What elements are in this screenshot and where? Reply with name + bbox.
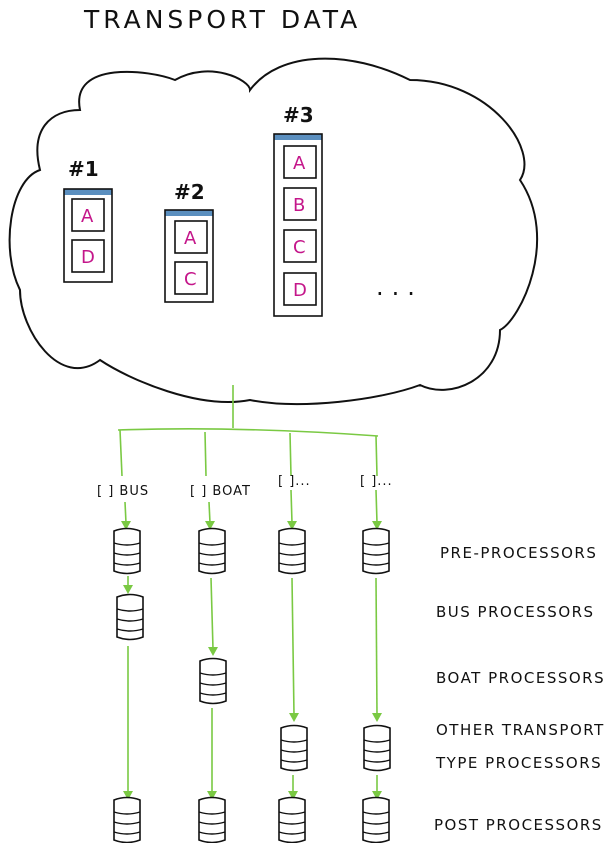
post-processor-barrel-3 bbox=[278, 796, 306, 843]
record-1: A D bbox=[63, 188, 113, 283]
post-processor-barrel-1 bbox=[113, 796, 141, 843]
record-3-slot-a bbox=[283, 145, 317, 179]
arrow-other1-to-post bbox=[288, 775, 298, 800]
arrow-bus-to-post bbox=[123, 646, 133, 800]
filter-other-2: [ ]... bbox=[360, 474, 393, 489]
arrow-boat-pre-to-boat bbox=[208, 577, 218, 656]
stage-other-line1: OTHER TRANSPORT bbox=[436, 721, 604, 739]
record-2-label: #2 bbox=[174, 180, 205, 204]
record-1-label: #1 bbox=[68, 157, 99, 181]
record-3-slot-b bbox=[283, 187, 317, 221]
post-processor-barrel-4 bbox=[362, 796, 390, 843]
stage-other-line2: TYPE PROCESSORS bbox=[435, 754, 602, 772]
arrow-other1-pre-to-other bbox=[289, 577, 299, 722]
arrow-other2-to-pre bbox=[372, 489, 382, 530]
arrow-bus-pre-to-bus bbox=[123, 576, 133, 594]
post-processor-barrel-2 bbox=[198, 796, 226, 843]
record-1-slot-d-text: D bbox=[81, 247, 95, 268]
stage-pre-processors: PRE-PROCESSORS bbox=[440, 544, 597, 562]
pre-processor-barrel-2 bbox=[198, 527, 226, 575]
transport-data-cloud bbox=[8, 57, 539, 406]
stage-post-processors: POST PROCESSORS bbox=[434, 816, 603, 834]
bus-processor-barrel bbox=[116, 593, 144, 641]
record-3-header bbox=[274, 134, 322, 140]
filter-bus: [ ] BUS bbox=[97, 484, 149, 499]
record-3-slot-d-text: D bbox=[293, 280, 307, 301]
arrow-other2-pre-to-other bbox=[372, 577, 382, 722]
diagram-title: TRANSPORT DATA bbox=[83, 5, 361, 34]
record-2-header bbox=[165, 210, 213, 216]
record-3-label: #3 bbox=[283, 103, 314, 127]
arrow-other2-to-post bbox=[372, 775, 382, 800]
record-2-slot-c-text: C bbox=[184, 269, 197, 290]
filter-boat: [ ] BOAT bbox=[190, 484, 251, 499]
stage-boat-processors: BOAT PROCESSORS bbox=[436, 669, 604, 687]
record-2-slot-a-text: A bbox=[184, 228, 197, 249]
more-records-ellipsis: ... bbox=[376, 273, 423, 301]
other-processor-barrel-2 bbox=[363, 724, 391, 772]
other-processor-barrel-1 bbox=[280, 724, 308, 772]
arrow-boat-to-pre bbox=[205, 501, 215, 530]
record-3-slot-a-text: A bbox=[293, 153, 306, 174]
pre-processor-barrel-3 bbox=[278, 527, 306, 575]
record-1-header bbox=[64, 189, 112, 195]
record-3-slot-d bbox=[283, 272, 317, 306]
arrow-boat-to-post bbox=[207, 708, 217, 800]
pre-processor-barrel-4 bbox=[362, 527, 390, 575]
filter-other-1: [ ]... bbox=[278, 474, 311, 489]
record-3-slot-c-text: C bbox=[293, 237, 306, 258]
record-2: A C bbox=[164, 209, 214, 303]
flow-arrows bbox=[121, 489, 382, 800]
record-3-slot-c bbox=[283, 229, 317, 263]
record-3-slot-b-text: B bbox=[293, 195, 305, 216]
record-1-slot-a-text: A bbox=[81, 206, 94, 227]
record-2-slot-a bbox=[174, 220, 208, 254]
record-2-slot-c bbox=[174, 261, 208, 295]
record-1-slot-d bbox=[71, 239, 105, 273]
arrow-bus-to-pre bbox=[121, 501, 131, 530]
arrow-other1-to-pre bbox=[287, 489, 297, 530]
pre-processor-barrel-1 bbox=[113, 527, 141, 575]
processor-barrels bbox=[113, 527, 391, 843]
stage-bus-processors: BUS PROCESSORS bbox=[436, 603, 595, 621]
record-3: A B C D bbox=[273, 133, 323, 317]
boat-processor-barrel bbox=[199, 657, 227, 705]
distribution-lines bbox=[117, 385, 379, 477]
record-1-slot-a bbox=[71, 198, 105, 232]
